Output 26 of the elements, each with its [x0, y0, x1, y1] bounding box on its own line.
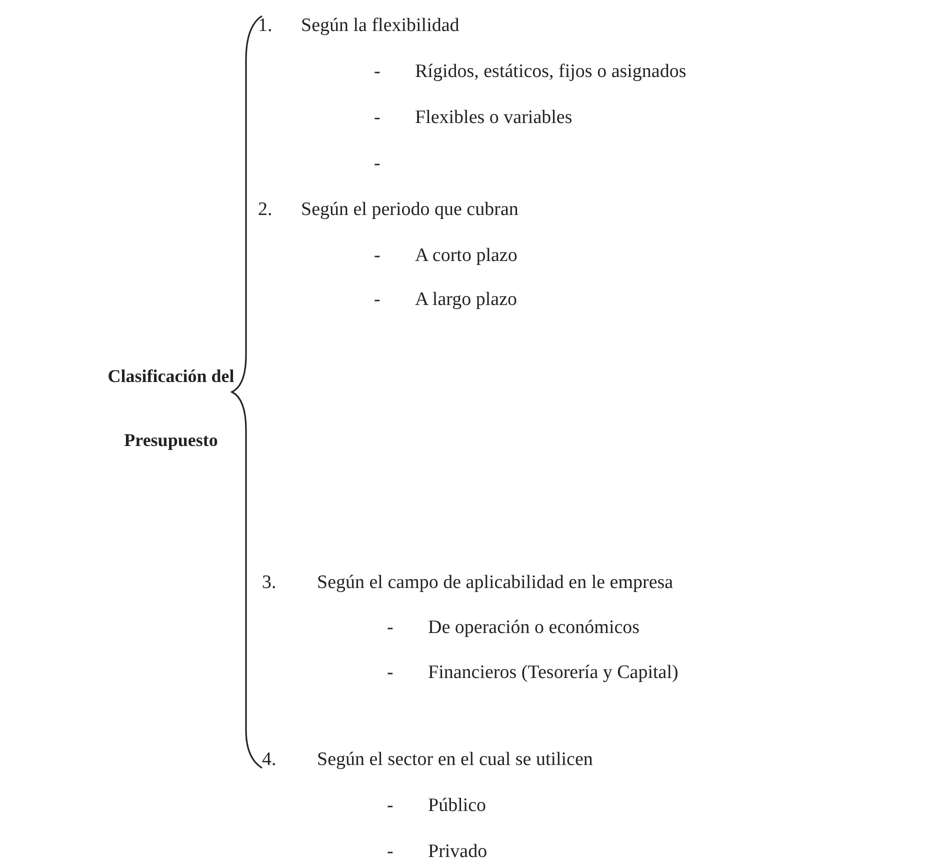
list-item: Flexibles o variables: [415, 106, 572, 130]
category-heading: Según el periodo que cubran: [301, 198, 518, 222]
list-item: De operación o económicos: [428, 616, 640, 640]
list-dash: -: [387, 616, 394, 640]
list-number: 4.: [262, 748, 276, 772]
list-number: 3.: [262, 571, 276, 595]
category-heading: Según la flexibilidad: [301, 14, 460, 38]
list-dash: -: [374, 60, 380, 84]
list-item: Rígidos, estáticos, fijos o asignados: [415, 60, 686, 84]
list-dash: -: [387, 661, 394, 685]
list-dash: -: [374, 152, 380, 176]
category-heading: Según el sector en el cual se utilicen: [317, 748, 593, 772]
list-item: Privado: [428, 840, 488, 864]
category-heading: Según el campo de aplicabilidad en le empresa: [317, 571, 674, 595]
list-dash: -: [374, 106, 380, 130]
list-dash: -: [374, 244, 380, 268]
list-dash: -: [387, 840, 394, 864]
list-item: A corto plazo: [415, 244, 518, 268]
list-dash: -: [374, 288, 380, 312]
list-item: A largo plazo: [415, 288, 518, 312]
list-number: 1.: [258, 14, 272, 38]
list-item: Financieros (Tesorería y Capital): [428, 661, 678, 685]
list-dash: -: [387, 794, 394, 818]
list-item: Público: [428, 794, 486, 818]
list-number: 2.: [258, 198, 272, 222]
diagram-heading: Clasificación del Presupuesto: [106, 365, 236, 452]
